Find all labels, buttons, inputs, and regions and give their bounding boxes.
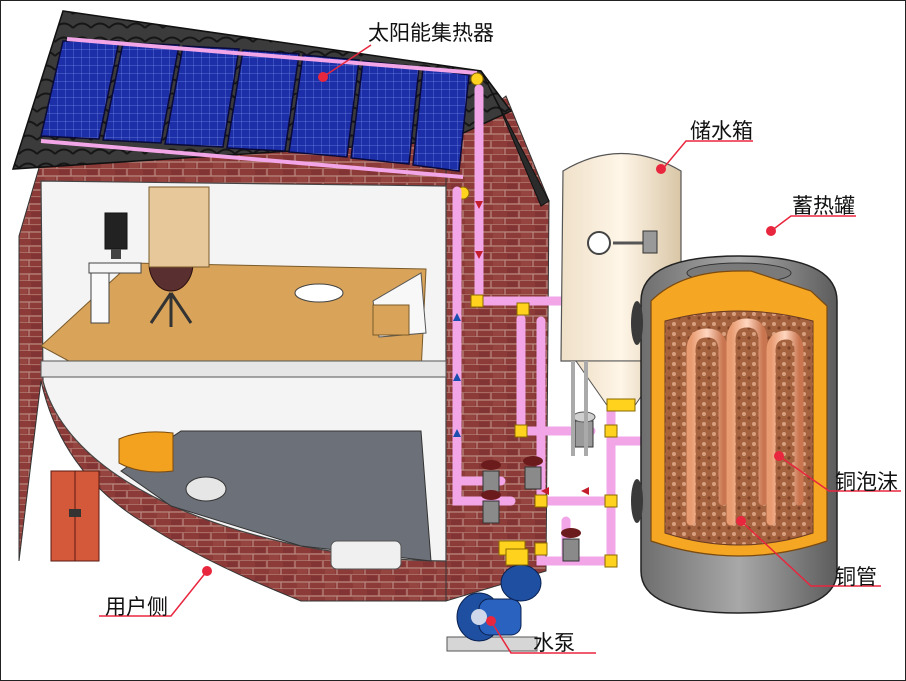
solar-panels (40, 37, 484, 200)
roof-right-slope (480, 70, 550, 207)
label-water-tank: 储水箱 (690, 119, 753, 143)
label-solar-collector: 太阳能集热器 (368, 21, 494, 45)
label-user-side: 用户侧 (105, 595, 168, 619)
label-copper-tube: 铜管 (835, 565, 877, 589)
water-tank (560, 152, 682, 456)
desk (88, 212, 142, 324)
label-heat-storage-tank: 蓄热罐 (792, 194, 855, 218)
leader-lines (99, 44, 901, 654)
bed (372, 272, 427, 338)
valve (481, 460, 501, 494)
heat-storage-tank (631, 226, 838, 614)
copper-tube-bundle (686, 318, 804, 526)
valve (523, 456, 543, 490)
bathtub-lower (330, 540, 402, 570)
valve (561, 528, 581, 562)
side-door (50, 470, 100, 562)
bookshelf (148, 186, 210, 268)
water-pump (446, 548, 542, 652)
house (11, 10, 550, 602)
leader-dots (202, 72, 496, 626)
label-water-pump: 水泵 (533, 631, 575, 655)
valve (481, 490, 501, 524)
bathroom-floor (120, 430, 432, 562)
toilet (185, 476, 227, 502)
floor-slab (40, 360, 447, 378)
flow-arrows (453, 201, 589, 495)
bathtub (118, 431, 174, 473)
label-copper-foam: 铜泡沫 (835, 470, 898, 494)
floor-hatch (294, 283, 344, 303)
